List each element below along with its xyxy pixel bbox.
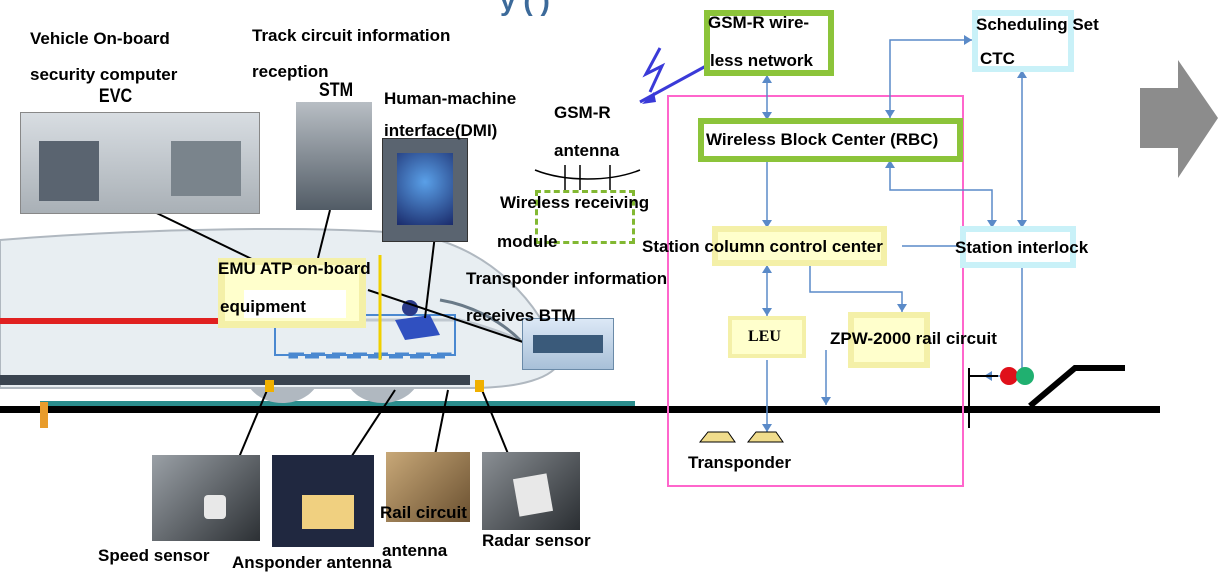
leu-box [728,316,806,358]
track-right-marker [968,368,970,428]
scheduling-line1: Scheduling Set [976,15,1099,34]
zpw-box [848,312,930,368]
wireless-module-box [535,190,635,244]
sensor-marker-1 [265,380,274,392]
evc-label: EVC [98,86,133,107]
scheduling-ctc-box [972,10,1074,72]
gsmr-antenna-line2: antenna [554,141,620,160]
scheduling-line2: CTC [980,49,1015,68]
rail-circuit-label-line2: antenna [382,541,448,560]
speed-sensor-photo [152,455,260,541]
atp-line1: EMU ATP on-board [218,259,371,278]
radar-sensor-label: Radar sensor [482,531,591,550]
zpw-label: ZPW-2000 rail circuit [830,329,997,348]
ground-track-teal [40,401,635,406]
gsmr-network-box [704,10,834,76]
trackside-frame [667,95,964,487]
gsmr-antenna-line1: GSM-R [554,103,611,122]
connector-arrowheads [762,35,1027,432]
station-interlock-box [960,226,1076,268]
rail-circuit-antenna-photo [386,452,470,522]
btm-photo [522,318,614,370]
antenna-arrows [534,165,641,190]
gsmr-network-line2: less network [710,51,813,70]
stm-title-line1: Track circuit information [252,26,451,45]
track-end-marker [40,402,48,428]
transponder-label: Transponder [688,453,791,472]
atp-box-inner [244,290,346,318]
speed-sensor-label: Speed sensor [98,546,210,565]
signal-light-icon [968,365,1125,409]
wireless-module-line2: module [497,232,558,251]
stm-photo [296,102,372,210]
sensor-marker-2 [475,380,484,392]
radar-sensor-photo [482,452,580,530]
wireless-module-line1: Wireless receiving [500,193,650,212]
station-interlock-label: Station interlock [955,238,1089,257]
gsmr-network-line1: GSM-R wire- [708,13,810,32]
atp-line2: equipment [220,297,306,316]
evc-title-line1: Vehicle On-board [30,29,170,48]
station-control-box [712,226,887,266]
rail-circuit-label-line1: Rail circuit [380,503,467,522]
rbc-label: Wireless Block Center (RBC) [706,130,939,149]
btm-line1: Transponder information [466,269,668,288]
title-fragment: y ( ) [500,0,550,16]
dmi-photo [382,138,468,242]
ansponder-antenna-label: Ansponder antenna [232,553,392,572]
ground-track [0,406,1160,413]
btm-line2: receives BTM [466,306,576,325]
leu-label: LEU [748,328,781,345]
station-control-label: Station column control center [642,237,883,256]
wireless-lightning-icon [642,47,666,93]
dmi-title-line1: Human-machine [384,89,517,108]
evc-photo [20,112,260,214]
transponder-antenna-photo [272,455,374,547]
dmi-title-line2: interface(DMI) [384,121,498,140]
stm-title-line2: reception [252,62,329,81]
transponder-icon-1 [698,431,736,443]
transponder-icon-2 [746,431,784,443]
next-arrow-icon [1140,60,1218,178]
rbc-box [698,118,963,162]
stm-label: STM [319,80,354,101]
evc-title-line2: security computer [30,65,178,84]
